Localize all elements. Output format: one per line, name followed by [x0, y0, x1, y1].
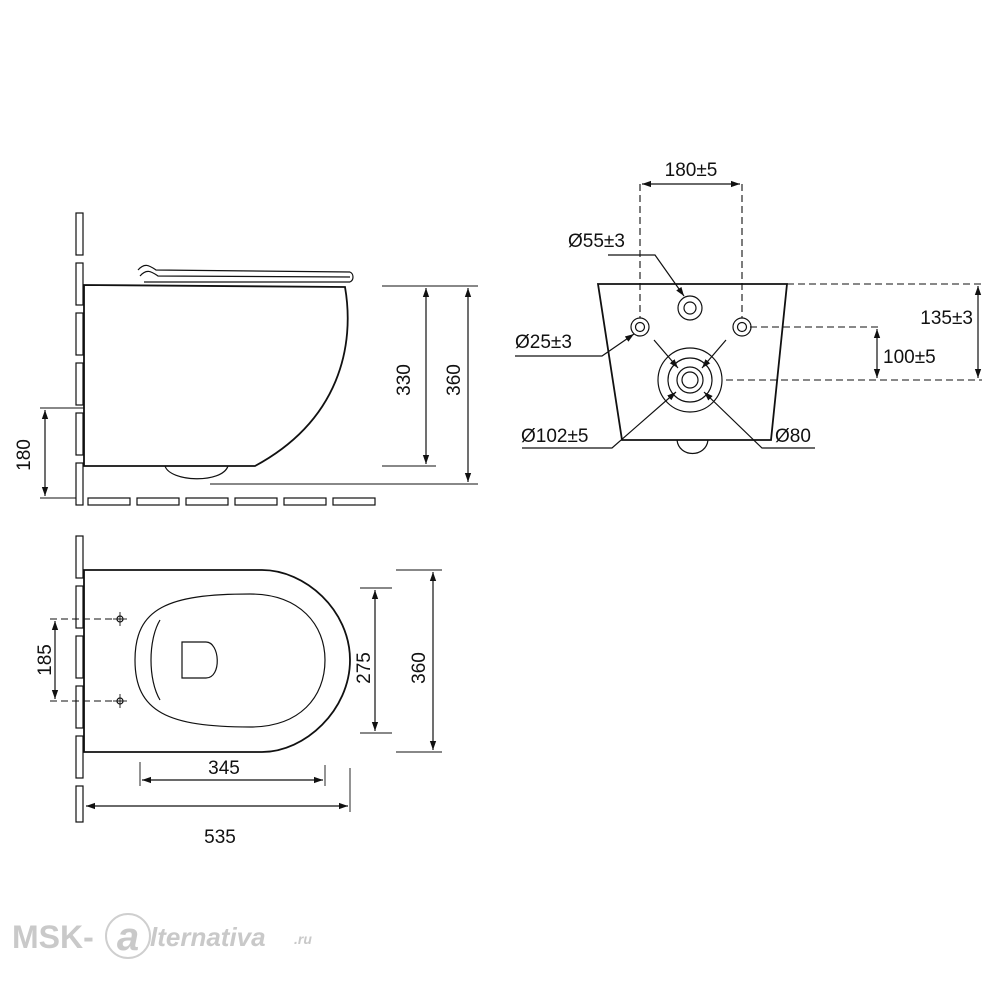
bolt-mark-lower: [113, 694, 127, 708]
side-wall: [75, 212, 84, 506]
leader-outlet-inner: [703, 391, 815, 449]
bolt-hole-left: [630, 317, 650, 337]
dim-345: 345: [208, 758, 240, 779]
bowl-top-outline: [83, 569, 351, 753]
dim-outlet-inner: Ø80: [775, 426, 811, 447]
dim-bolt-spacing: 180±5: [665, 160, 718, 181]
svg-text:.ru: .ru: [294, 931, 312, 947]
water-inlet-hole: [677, 295, 703, 321]
side-floor: [87, 497, 376, 506]
outlet-pipe: [657, 347, 723, 413]
bowl-rear-outline: [596, 283, 788, 441]
dim-bolt-hole: Ø25±3: [515, 332, 572, 353]
svg-text:lternativa: lternativa: [150, 922, 266, 952]
bolt-mark-upper: [113, 612, 127, 626]
bowl-outlet-bulge: [164, 465, 229, 480]
dim-185: 185: [35, 644, 56, 676]
bowl-inner-rim: [134, 593, 326, 728]
watermark-logo: MSK- a lternativa .ru: [12, 913, 312, 959]
dim-100: 100±5: [883, 347, 936, 368]
dim-360-side: 360: [444, 364, 465, 396]
dim-275: 275: [354, 652, 375, 684]
dim-330: 330: [394, 364, 415, 396]
top-view: 185 275 360 345 535: [35, 535, 442, 848]
rear-outlet-bulge: [676, 439, 709, 455]
svg-text:MSK-: MSK-: [12, 919, 94, 955]
leader-bolt-hole: [515, 333, 635, 357]
dim-135: 135±3: [920, 308, 973, 329]
rear-view: 180±5 Ø55±3 Ø25±3 Ø102±5 Ø80 135±3 100±5: [515, 160, 982, 455]
bowl-side-profile: [83, 284, 349, 467]
svg-text:a: a: [117, 915, 139, 959]
dim-535: 535: [204, 827, 236, 848]
leader-outlet-outer: [522, 391, 677, 449]
bolt-hole-right: [732, 317, 752, 337]
side-view: 330 360 180: [14, 212, 478, 506]
seat-hinge-shape: [181, 641, 218, 679]
dim-360-top: 360: [409, 652, 430, 684]
seat-lid: [137, 264, 354, 283]
dim-outlet-outer: Ø102±5: [521, 426, 588, 447]
dim-180-mount: 180: [14, 439, 35, 471]
top-wall: [75, 535, 84, 823]
leader-water-inlet: [608, 254, 685, 297]
dim-water-inlet: Ø55±3: [568, 231, 625, 252]
